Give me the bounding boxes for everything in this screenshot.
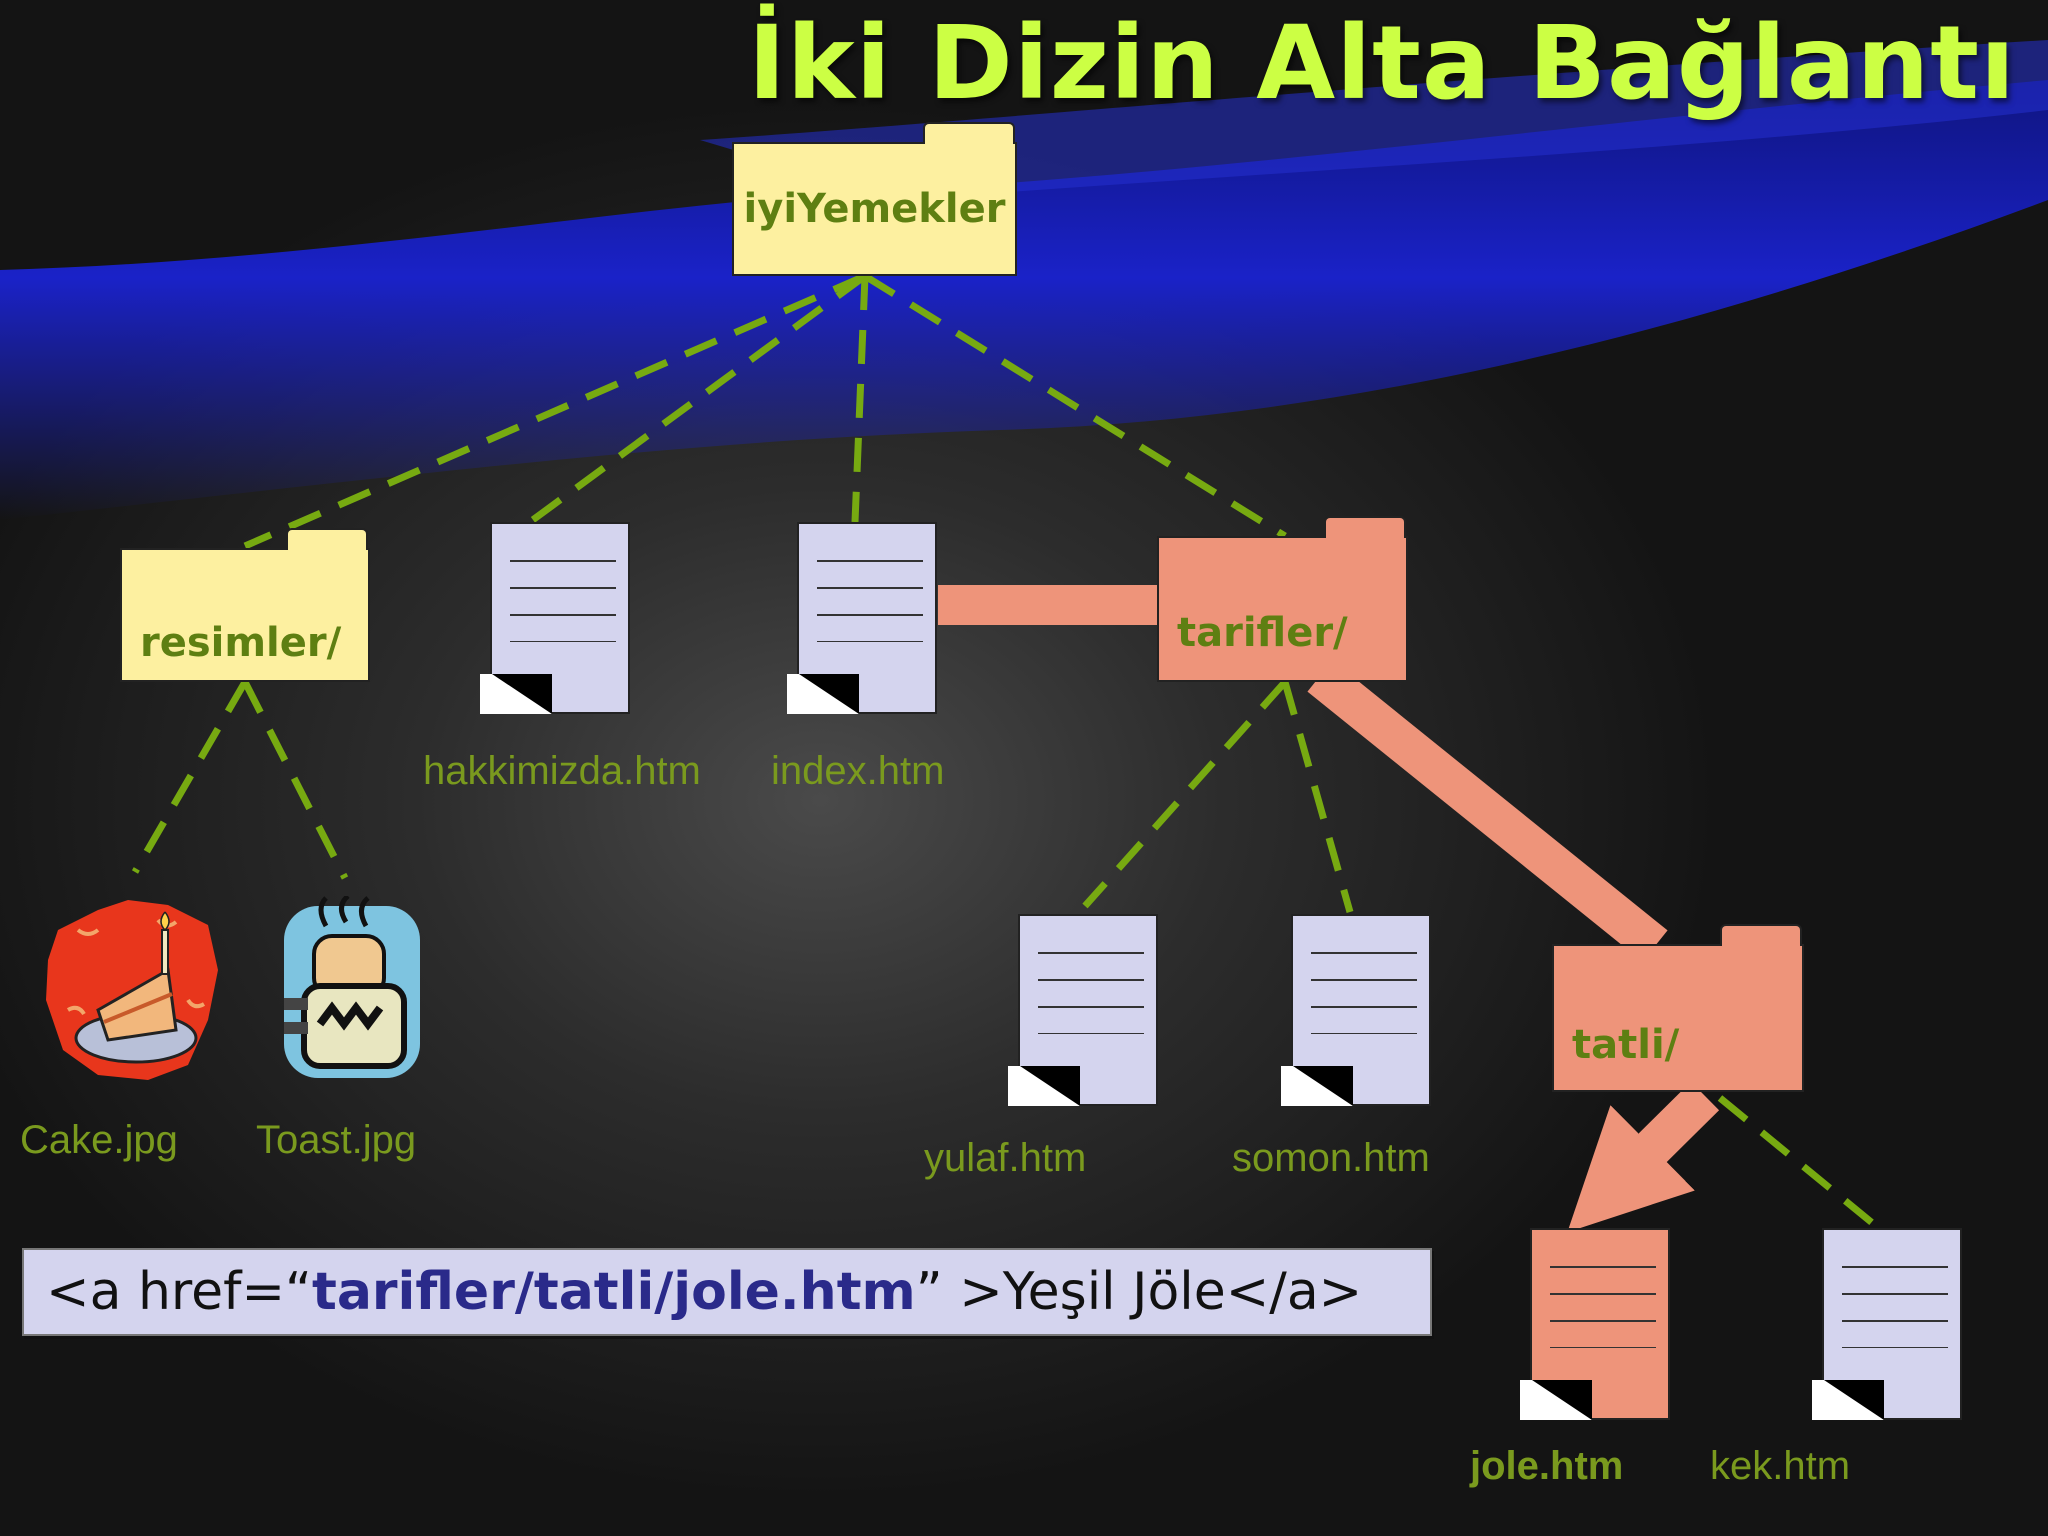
folder-tab [923, 122, 1015, 144]
file-label-hakkimizda: hakkimizda.htm [423, 749, 701, 793]
cake-image-icon [46, 900, 218, 1080]
file-label-cake: Cake.jpg [20, 1118, 178, 1162]
folder-tab [1324, 516, 1406, 538]
folder-tab [286, 528, 368, 550]
highlight-tatli-jole [1567, 1081, 1720, 1233]
folder-tab [1720, 924, 1802, 946]
file-icon-somon [1281, 914, 1431, 1106]
toast-image-icon [284, 896, 420, 1078]
highlight-tarifler-tatli [1307, 660, 1668, 962]
file-label-jole: jole.htm [1470, 1444, 1624, 1488]
code-prefix: <a href=“ [46, 1262, 312, 1322]
file-label-yulaf: yulaf.htm [924, 1136, 1087, 1180]
folder-iyiYemekler: iyiYemekler [732, 122, 1017, 276]
file-icon-yulaf [1008, 914, 1158, 1106]
code-example: <a href=“tarifler/tatli/jole.htm” >Yeşil… [22, 1248, 1432, 1336]
link-tatli-kek [1717, 1095, 1879, 1229]
file-icon-index [787, 522, 937, 714]
folder-resimler: resimler/ [120, 528, 370, 682]
folder-label-resimler: resimler/ [140, 620, 342, 666]
link-resimler-toast [241, 680, 349, 880]
file-label-somon: somon.htm [1232, 1136, 1430, 1180]
folder-label-iyiYemekler: iyiYemekler [743, 186, 1006, 232]
link-root-resimler [243, 272, 867, 550]
folder-tarifler: tarifler/ [1157, 516, 1408, 682]
folder-tatli: tatli/ [1552, 924, 1804, 1092]
code-path: tarifler/tatli/jole.htm [311, 1262, 916, 1322]
code-suffix: ” >Yeşil Jöle</a> [915, 1262, 1363, 1322]
file-icon-hakkimizda [480, 522, 630, 714]
file-label-kek: kek.htm [1710, 1444, 1851, 1488]
file-label-toast: Toast.jpg [256, 1118, 417, 1162]
folder-label-tarifler: tarifler/ [1177, 610, 1348, 656]
link-root-tarifler [863, 273, 1287, 539]
link-root-hakkimizda [527, 273, 868, 525]
file-label-index: index.htm [771, 749, 945, 793]
slide-title: İki Dizin Alta Bağlantı [747, 4, 2016, 123]
link-resimler-cake [131, 680, 249, 874]
link-tarifler-somon [1281, 681, 1354, 913]
file-icon-jole [1520, 1228, 1670, 1420]
folder-label-tatli: tatli/ [1572, 1022, 1680, 1068]
link-root-index [851, 275, 869, 523]
file-icon-kek [1812, 1228, 1962, 1420]
link-tarifler-yulaf [1082, 679, 1288, 909]
